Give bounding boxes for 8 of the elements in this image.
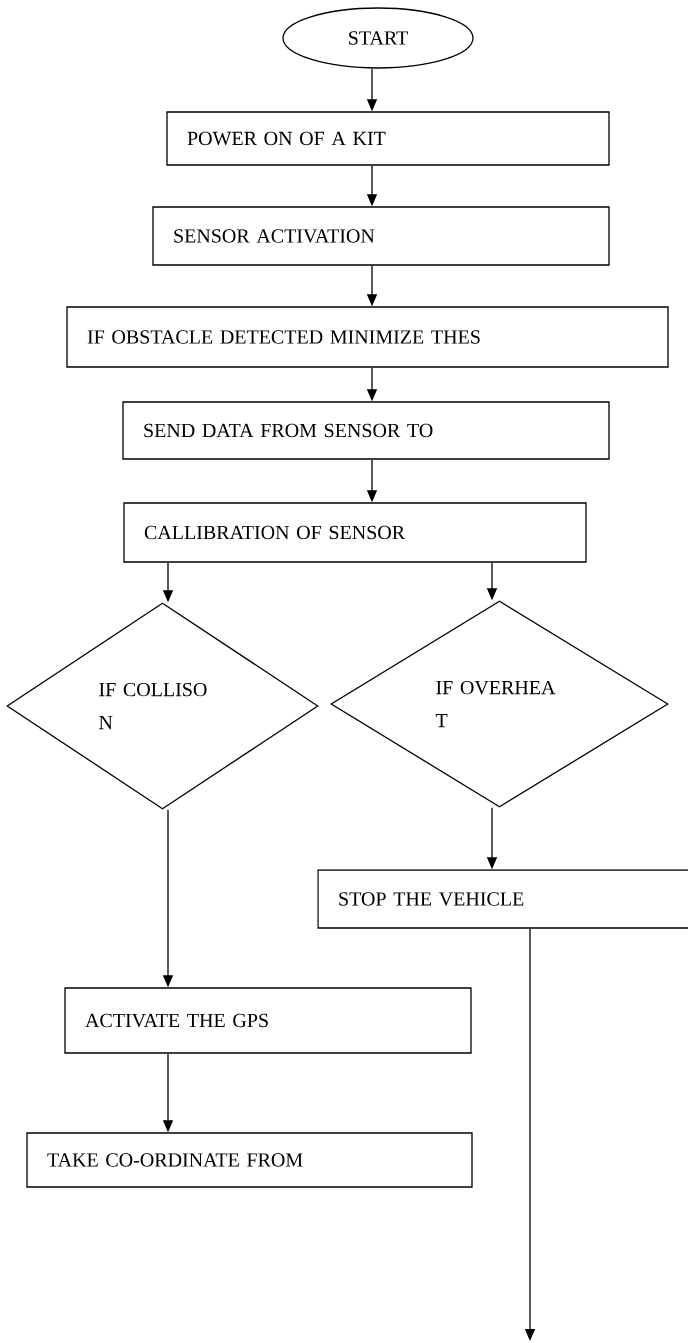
process-box: ACTIVATE THE GPS — [64, 987, 472, 1054]
process-box: IF OBSTACLE DETECTED MINIMIZE THES — [66, 306, 669, 368]
process-box: SEND DATA FROM SENSOR TO — [122, 401, 610, 460]
process-box: SENSOR ACTIVATION — [152, 206, 610, 266]
process-box: STOP THE VEHICLE — [317, 869, 688, 929]
process-box: TAKE CO-ORDINATE FROM — [26, 1132, 473, 1188]
process-box: CALLIBRATION OF SENSOR — [123, 502, 587, 563]
process-box: POWER ON OF A KIT — [166, 111, 610, 166]
